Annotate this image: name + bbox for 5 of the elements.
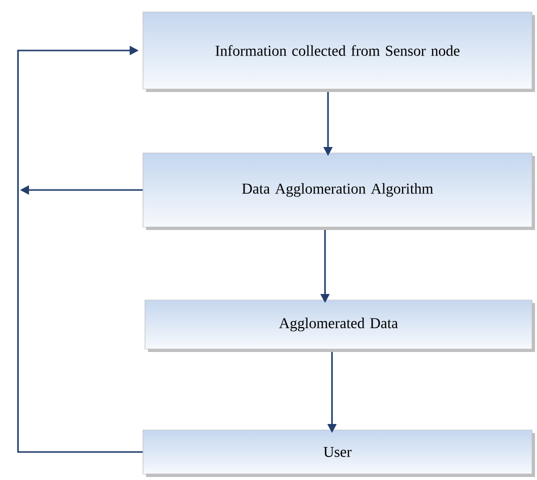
process-box: User <box>142 430 535 477</box>
arrow <box>17 46 143 453</box>
process-box: Agglomerated Data <box>144 300 535 352</box>
process-box: Data Agglomeration Algorithm <box>142 152 535 230</box>
process-box: Information collected from Sensor node <box>142 12 535 92</box>
